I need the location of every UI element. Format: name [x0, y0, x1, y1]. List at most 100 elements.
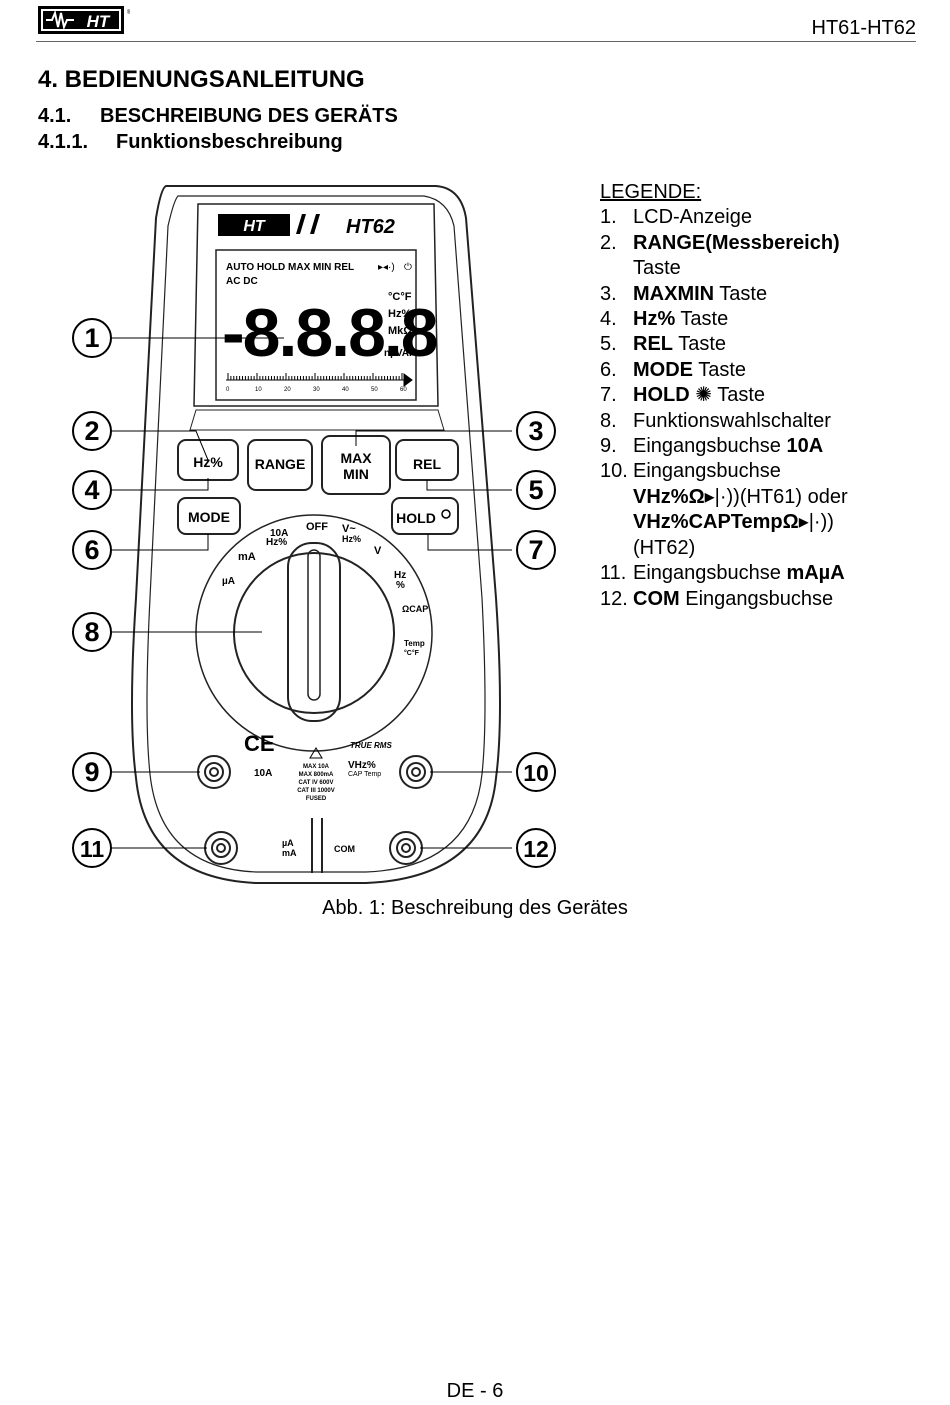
legend-item10-part: (HT61) oder	[739, 485, 848, 508]
button-hold: HOLD	[396, 510, 436, 526]
device-brand: HT	[243, 218, 266, 235]
callout-number: 1	[84, 323, 99, 353]
jack-ua-label: µA	[282, 838, 294, 848]
bar-scale-label: 10	[255, 387, 262, 393]
legend-item: 1.LCD-Anzeige	[600, 205, 920, 230]
bar-scale-label: 60	[400, 387, 407, 393]
legend-item: 5. REL Taste	[600, 332, 920, 357]
button-range: RANGE	[255, 456, 306, 472]
legend-item10-part: VHz%Ω	[633, 485, 705, 508]
legend-item-pre: Eingangsbuchse	[633, 562, 787, 585]
lcd-acdc: AC DC	[226, 276, 258, 287]
callout-number: 11	[80, 836, 105, 862]
callout-circle	[72, 612, 112, 652]
callout-number: 3	[528, 416, 543, 446]
legend-item-pre: Funktionswahlschalter	[633, 409, 831, 432]
callout-circle	[72, 411, 112, 451]
lcd-unit-ohm: MkΩ	[388, 325, 412, 337]
legend-item-number: 3.	[600, 282, 617, 305]
legend-item: 6. MODE Taste	[600, 358, 920, 383]
subsubsection-title: Funktionsbeschreibung	[116, 131, 343, 153]
callout-number: 5	[528, 475, 543, 505]
callout-circle	[72, 530, 112, 570]
true-rms: TRUE RMS	[350, 741, 392, 750]
callout-number: 10	[523, 760, 549, 786]
dial-v-dc: V	[374, 545, 382, 557]
legend-item-text: RANGE(Messbereich)Taste	[633, 231, 840, 282]
button-mode: MODE	[188, 509, 230, 525]
button-hold-lamp-icon	[441, 509, 451, 519]
callout-circle	[72, 318, 112, 358]
legend-item-bold: RANGE(Messbereich)	[633, 231, 840, 254]
dial-hz-v: Hz%	[342, 534, 361, 544]
legend-item-text: REL Taste	[633, 332, 726, 357]
dial-ohm-cap: ΩCAP	[402, 604, 428, 614]
callout-circle	[516, 470, 556, 510]
legend-item-number: 5.	[600, 333, 617, 356]
bar-scale-label: 30	[313, 387, 320, 393]
callout-number: 7	[528, 535, 543, 565]
legend-item-bold: MODE	[633, 358, 693, 381]
legend-item-pre: Eingangsbuchse	[633, 435, 787, 458]
lcd-top-indicators: AUTO HOLD MAX MIN REL	[226, 262, 354, 273]
dial-hz: Hz	[394, 570, 406, 581]
legend-item-number: 12.	[600, 587, 628, 610]
legend-item: 7.HOLD ✺ Taste	[600, 383, 920, 408]
legend-item-number: 11.	[600, 562, 627, 585]
callout-number: 4	[84, 475, 99, 505]
header-rule	[36, 41, 916, 42]
warning-line: CAT IV 600V	[299, 780, 334, 786]
legend-item-number: 4.	[600, 308, 617, 331]
legend-item-pre: Eingangsbuchse	[633, 460, 781, 483]
button-rel: REL	[413, 456, 441, 472]
device-model: HT62	[346, 216, 395, 238]
subsubsection-number: 4.1.1.	[38, 131, 89, 153]
device-brand-badge	[218, 214, 290, 236]
lamp-icon: ✺	[689, 384, 712, 407]
legend-item-bold: Hz%	[633, 308, 676, 331]
legend-item-text: MODE Taste	[633, 358, 746, 383]
legend-item-pre: LCD-Anzeige	[633, 206, 752, 229]
dial-temp: Temp	[404, 639, 425, 648]
jack-vhz-label: VHz%	[348, 760, 376, 771]
button-hz: Hz%	[193, 454, 223, 470]
legend-item: 9.Eingangsbuchse 10A	[600, 434, 920, 459]
callout-number: 9	[84, 757, 99, 787]
bar-scale-label: 40	[342, 387, 349, 393]
callout-number: 8	[84, 617, 99, 647]
lcd-digits: -8.8.8.8	[222, 295, 437, 371]
dial-ua: µA	[222, 576, 235, 587]
legend-item-text: Eingangsbuchse 10A	[633, 434, 823, 459]
legend-item: 3. MAXMIN Taste	[600, 282, 920, 307]
callout-circle	[72, 470, 112, 510]
section-heading: 4. BEDIENUNGSANLEITUNG	[38, 66, 365, 93]
legend-item-bold: REL	[633, 333, 673, 356]
svg-text:⏻: ⏻	[404, 262, 412, 273]
legend-item-text: MAXMIN Taste	[633, 282, 767, 307]
legend-item-post: Eingangsbuchse	[679, 587, 834, 610]
ce-mark: CE	[244, 731, 275, 756]
legend-item-bold: 10A	[786, 435, 824, 458]
legend-item10-part: VHz%CAPTempΩ	[633, 511, 799, 534]
dial-v-ac: V~	[342, 523, 356, 535]
legend-item-bold: mAµA	[786, 562, 845, 585]
bar-scale-label: 50	[371, 387, 378, 393]
legend-item-number: 6.	[600, 358, 617, 381]
legend-item-bold: HOLD	[633, 384, 690, 407]
legend-item-bold: COM	[633, 587, 680, 610]
callout-circle	[72, 828, 112, 868]
legend-item: 11. Eingangsbuchse mAµA	[600, 561, 920, 586]
multimeter-figure: HT HT62 AUTO HOLD MAX MIN REL AC DC ▸◂·)…	[72, 185, 556, 884]
legend-item-post: Taste	[673, 333, 726, 356]
page-number: DE - 6	[446, 1380, 504, 1402]
legend-item-number: 2.	[600, 231, 617, 254]
dial-hz-a: Hz%	[266, 537, 287, 548]
jack-10a-label: 10A	[254, 768, 272, 779]
button-min: MIN	[343, 466, 369, 482]
callout-circle	[516, 530, 556, 570]
dial-off: OFF	[306, 521, 328, 533]
jack-com-label: COM	[334, 844, 355, 854]
